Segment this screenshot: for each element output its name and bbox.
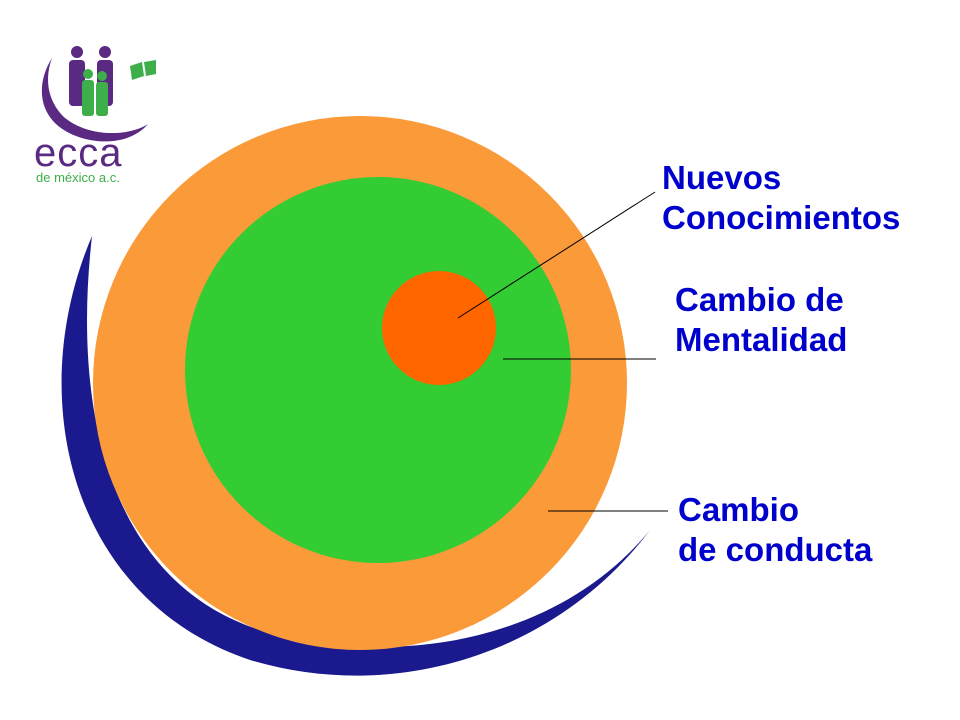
label-mentalidad-line-2: Mentalidad	[675, 321, 848, 358]
label-nuevos-line-1: Nuevos	[662, 159, 782, 196]
middle-circle-cambio-de-mentalidad	[185, 177, 571, 563]
label-cambio-de-mentalidad: Cambio de Mentalidad	[675, 280, 847, 360]
label-cambio-de-conducta: Cambio de conducta	[678, 490, 872, 570]
logo-name: ecca	[34, 131, 123, 175]
book-icon	[130, 60, 156, 80]
label-conducta-line-1: Cambio	[678, 491, 800, 528]
label-nuevos-line-2: Conocimientos	[662, 199, 901, 236]
leader-line-nuevos-conocimientos	[457, 191, 656, 319]
logo-subtitle: de méxico a.c.	[36, 170, 120, 185]
family-figures-icon	[69, 46, 113, 116]
label-nuevos-conocimientos: Nuevos Conocimientos	[662, 158, 900, 238]
label-mentalidad-line-1: Cambio de	[675, 281, 844, 318]
inner-circle-nuevos-conocimientos	[382, 271, 496, 385]
ecca-logo: ecca de méxico a.c.	[34, 46, 156, 185]
label-conducta-line-2: de conducta	[678, 531, 873, 568]
logo-swoosh-icon	[41, 58, 148, 142]
